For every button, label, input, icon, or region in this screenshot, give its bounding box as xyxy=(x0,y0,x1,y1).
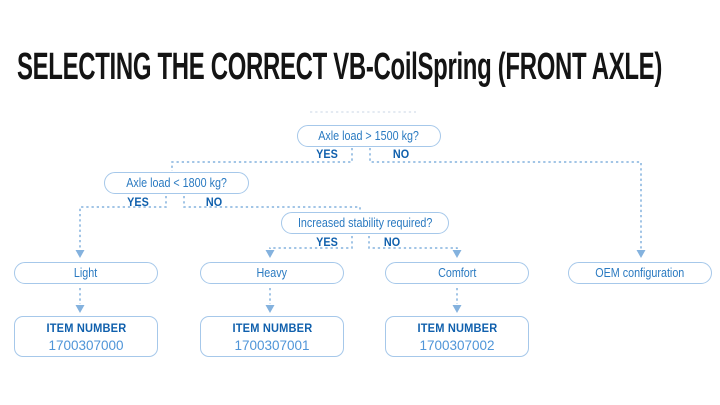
d3-no-label: NO xyxy=(383,235,401,249)
page-title: SELECTING THE CORRECT VB-CoilSpring (FRO… xyxy=(17,46,662,88)
item-number-label-heavy: ITEM NUMBER xyxy=(232,320,312,335)
decision-axle-load-1500: Axle load > 1500 kg? xyxy=(297,125,441,147)
outcome-comfort: Comfort xyxy=(385,262,529,284)
outcome-heavy: Heavy xyxy=(200,262,344,284)
arrowhead-to-item-comfort xyxy=(452,305,462,313)
item-number-value-light: 1700307000 xyxy=(48,337,124,353)
arrowhead-to-oem xyxy=(636,250,646,258)
arrowhead-to-comfort xyxy=(452,250,462,258)
item-number-label-light: ITEM NUMBER xyxy=(46,320,126,335)
arrowhead-to-item-light xyxy=(75,305,85,313)
item-number-value-heavy: 1700307001 xyxy=(234,337,310,353)
d1-yes-label: YES xyxy=(316,147,338,161)
connector-d1-yes xyxy=(171,148,353,171)
d2-no-label: NO xyxy=(205,195,223,209)
outcome-heavy-text: Heavy xyxy=(256,266,288,280)
item-number-value-comfort: 1700307002 xyxy=(419,337,495,353)
outcome-comfort-text: Comfort xyxy=(437,266,477,280)
connector-d2-yes xyxy=(79,196,167,249)
connector-d1-no xyxy=(369,148,642,249)
item-box-heavy: ITEM NUMBER 1700307001 xyxy=(200,316,344,357)
decision-axle-load-1500-text: Axle load > 1500 kg? xyxy=(318,129,420,143)
decision-axle-load-1800-text: Axle load < 1800 kg? xyxy=(126,176,227,190)
decision-axle-load-1800: Axle load < 1800 kg? xyxy=(104,172,249,194)
outcome-light-text: Light xyxy=(74,266,98,280)
outcome-oem-configuration-text: OEM configuration xyxy=(595,266,685,280)
arrowhead-to-light xyxy=(75,250,85,258)
connector-d3-no xyxy=(368,236,458,249)
connector-d3-yes xyxy=(269,236,353,249)
arrowhead-to-heavy xyxy=(265,250,275,258)
d3-yes-label: YES xyxy=(316,235,338,249)
outcome-light: Light xyxy=(14,262,158,284)
item-box-light: ITEM NUMBER 1700307000 xyxy=(14,316,158,357)
item-number-label-comfort: ITEM NUMBER xyxy=(417,320,497,335)
item-box-comfort: ITEM NUMBER 1700307002 xyxy=(385,316,529,357)
decision-increased-stability: Increased stability required? xyxy=(281,212,449,234)
decision-increased-stability-text: Increased stability required? xyxy=(297,216,433,230)
d2-yes-label: YES xyxy=(127,195,149,209)
arrowhead-to-item-heavy xyxy=(265,305,275,313)
d1-no-label: NO xyxy=(392,147,410,161)
connector-d2-no xyxy=(183,196,361,211)
outcome-oem-configuration: OEM configuration xyxy=(568,262,712,284)
